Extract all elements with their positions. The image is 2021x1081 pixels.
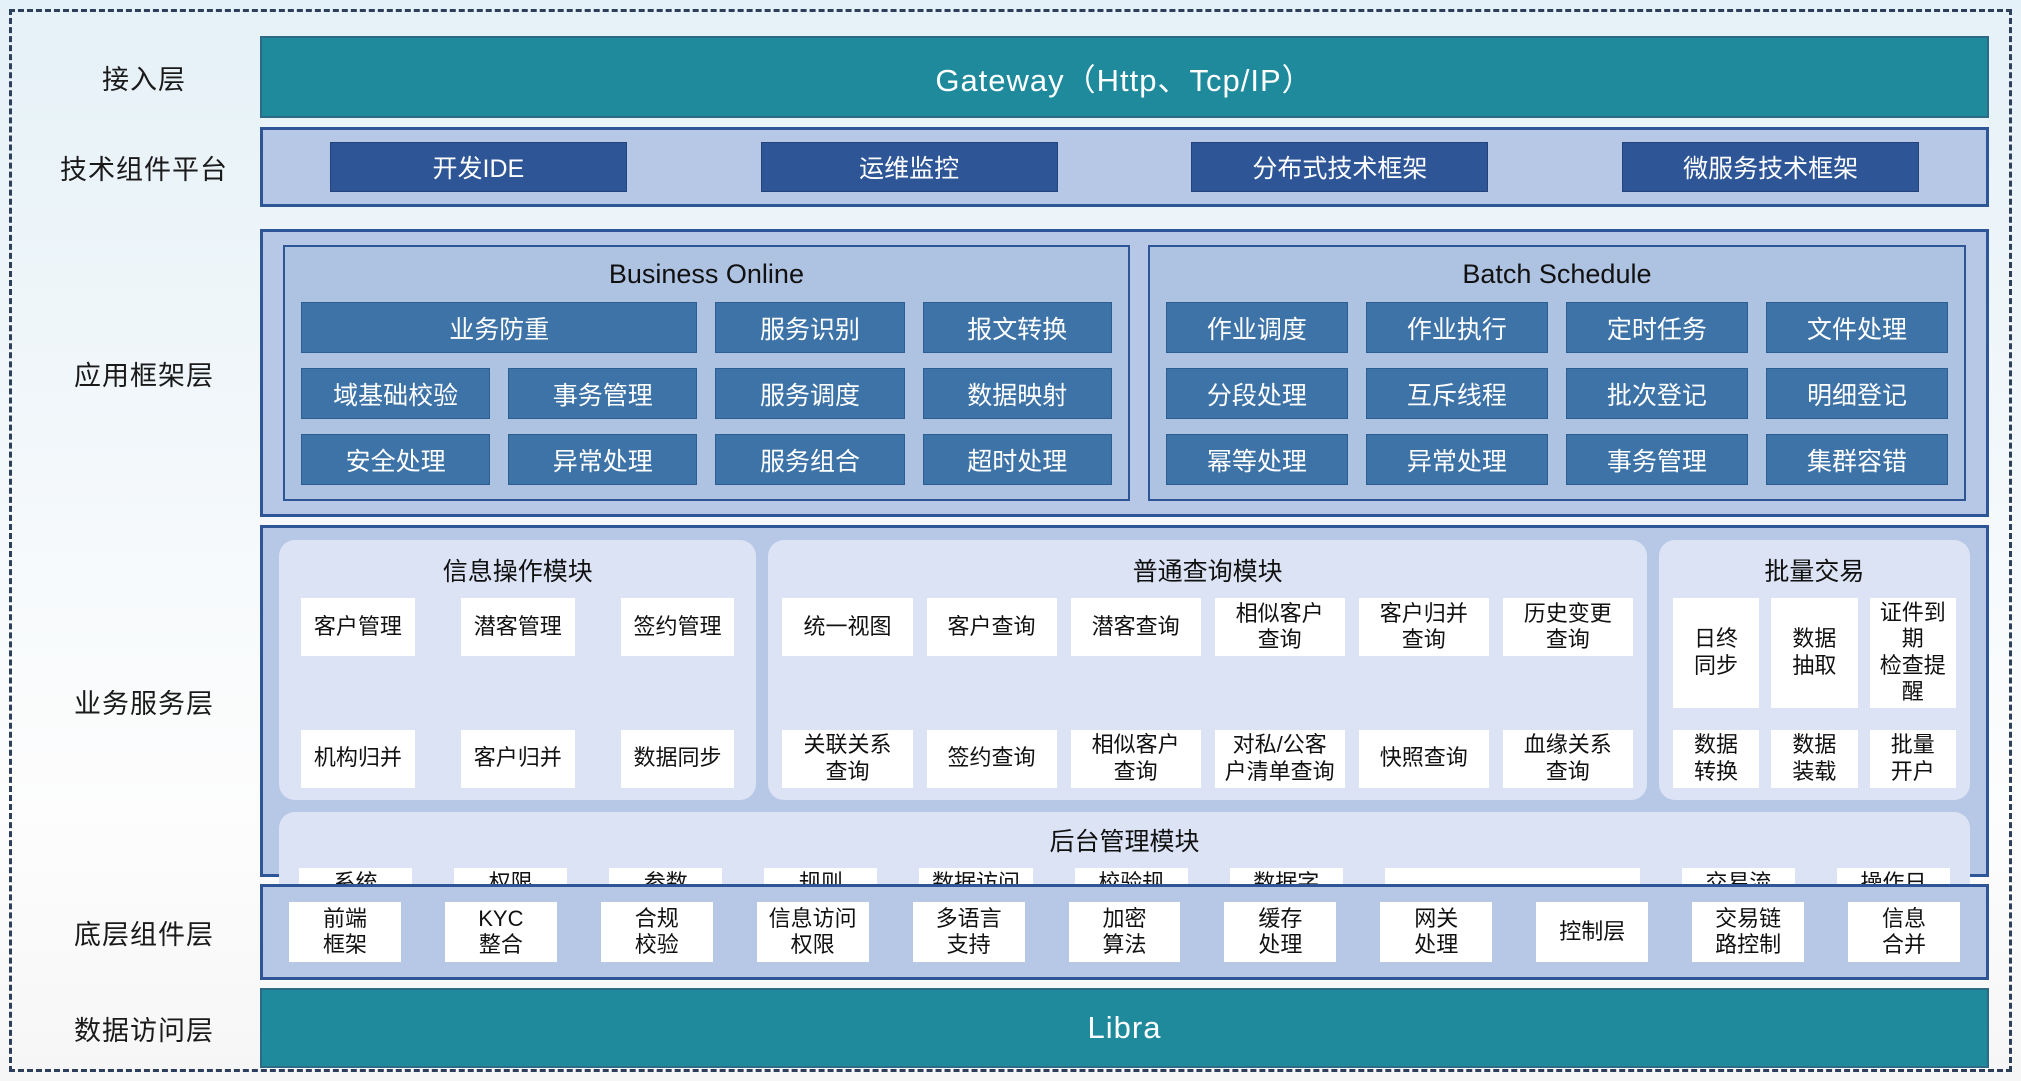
fw-item: 安全处理 [301,434,491,485]
base-item: KYC 整合 [444,902,557,962]
base-item: 信息 合并 [1848,902,1960,962]
svc-item: 机构归并 [301,729,415,788]
data-access-row: 数据访问层 Libra [28,988,1989,1068]
fw-item: 数据映射 [922,368,1112,419]
svc-item: 血缘关系 查询 [1502,729,1633,788]
fw-item: 互斥线程 [1365,368,1548,419]
svc-item: 潜客查询 [1070,598,1201,656]
libra-bar: Libra [260,988,1989,1068]
business-online-title: Business Online [608,259,804,289]
layer-label-tech-platform: 技术组件平台 [60,154,228,185]
svc-item: 相似客户 查询 [1070,729,1201,788]
tech-item-distributed-framework: 分布式技术框架 [1191,142,1489,192]
svc-item: 相似客户 查询 [1214,598,1345,656]
business-online-panel: Business Online 业务防重 服务识别 报文转换 域基础校验 事务管… [283,245,1130,501]
batch-schedule-title: Batch Schedule [1462,259,1652,289]
fw-item: 服务组合 [715,434,905,485]
svc-item: 客户归并 [460,729,575,788]
base-item: 信息访问 权限 [756,902,869,962]
svc-item: 历史变更 查询 [1502,598,1633,656]
svc-item: 签约管理 [620,598,735,656]
app-framework-row: 应用框架层 Business Online 业务防重 服务识别 报文转换 域基础… [28,229,1989,517]
fw-item: 作业执行 [1365,302,1548,353]
fw-item: 报文转换 [922,302,1112,353]
tech-item-microservice-framework: 微服务技术框架 [1622,142,1920,192]
info-operation-grid: 客户管理 潜客管理 签约管理 机构归并 客户归并 数据同步 [293,598,742,788]
svc-item: 数据 装载 [1771,729,1858,788]
tech-platform-row: 技术组件平台 开发IDE 运维监控 分布式技术框架 微服务技术框架 [28,127,1989,207]
fw-item: 超时处理 [922,434,1112,485]
fw-item: 集群容错 [1765,434,1948,485]
business-online-grid: 业务防重 服务识别 报文转换 域基础校验 事务管理 服务调度 数据映射 安全处理… [301,302,1112,485]
info-operation-title: 信息操作模块 [442,558,593,586]
base-item: 控制层 [1536,902,1649,962]
svc-item: 数据 抽取 [1771,598,1858,708]
fw-item: 作业调度 [1165,302,1348,353]
base-component-row: 底层组件层 前端 框架 KYC 整合 合规 校验 信息访问 权限 多语言 支持 … [28,884,1989,980]
svc-item: 客户归并 查询 [1358,598,1489,656]
svc-item: 证件到期 检查提醒 [1869,598,1956,708]
batch-schedule-grid: 作业调度 作业执行 定时任务 文件处理 分段处理 互斥线程 批次登记 明细登记 … [1165,302,1948,485]
base-item: 前端 框架 [289,902,401,962]
batch-transaction-title: 批量交易 [1764,558,1865,586]
svc-item: 关联关系 查询 [782,729,913,788]
tech-platform-grid: 开发IDE 运维监控 分布式技术框架 微服务技术框架 [263,130,1986,204]
common-query-title: 普通查询模块 [1132,558,1283,586]
svc-item: 签约查询 [926,729,1057,788]
backend-admin-title: 后台管理模块 [1049,827,1200,856]
base-item: 网关 处理 [1380,902,1493,962]
fw-item: 事务管理 [508,368,698,419]
gateway-bar: Gateway（Http、Tcp/IP） [260,36,1989,118]
layer-label-business-service: 业务服务层 [74,688,214,719]
base-item: 交易链 路控制 [1692,902,1805,962]
batch-transaction-grid: 日终 同步 数据 抽取 证件到期 检查提醒 数据 转换 数据 装载 批量 开户 [1672,598,1956,788]
diagram-layout: 接入层 Gateway（Http、Tcp/IP） 技术组件平台 开发IDE 运维… [28,36,1989,1068]
fw-item: 分段处理 [1165,368,1348,419]
fw-item: 异常处理 [508,434,698,485]
batch-transaction-module: 批量交易 日终 同步 数据 抽取 证件到期 检查提醒 数据 转换 数据 装载 批… [1658,540,1970,800]
fw-item: 明细登记 [1765,368,1948,419]
base-item: 合规 校验 [600,902,713,962]
access-layer-row: 接入层 Gateway（Http、Tcp/IP） [28,36,1989,118]
svc-item: 数据 转换 [1672,729,1760,788]
layer-label-access: 接入层 [102,64,186,95]
business-service-row: 业务服务层 信息操作模块 客户管理 潜客管理 签约管理 机构归并 客户归并 [28,525,1989,938]
info-operation-module: 信息操作模块 客户管理 潜客管理 签约管理 机构归并 客户归并 数据同步 [279,540,757,800]
svc-item: 统一视图 [782,598,913,656]
fw-item: 批次登记 [1565,368,1748,419]
tech-item-ops-monitor: 运维监控 [760,142,1058,192]
fw-item: 服务识别 [715,302,905,353]
fw-item: 幂等处理 [1165,434,1348,485]
svc-item: 数据同步 [620,729,735,788]
common-query-grid: 统一视图 客户查询 潜客查询 相似客户 查询 客户归并 查询 历史变更 查询 关… [782,598,1633,788]
batch-schedule-panel: Batch Schedule 作业调度 作业执行 定时任务 文件处理 分段处理 … [1147,245,1966,501]
layer-label-app-framework: 应用框架层 [74,360,214,391]
fw-item: 异常处理 [1365,434,1548,485]
layer-label-data-access: 数据访问层 [74,1015,214,1046]
svc-item: 对私/公客 户清单查询 [1214,729,1345,788]
fw-item: 服务调度 [715,368,905,419]
layer-label-base-component: 底层组件层 [74,919,214,950]
base-component-grid: 前端 框架 KYC 整合 合规 校验 信息访问 权限 多语言 支持 加密 算法 … [263,887,1986,977]
svc-item: 客户管理 [301,598,415,656]
svc-item: 客户查询 [926,598,1057,656]
fw-item: 业务防重 [301,302,698,353]
fw-item: 文件处理 [1765,302,1948,353]
svc-item: 潜客管理 [460,598,575,656]
svc-item: 批量 开户 [1869,729,1956,788]
fw-item: 事务管理 [1565,434,1748,485]
fw-item: 定时任务 [1565,302,1748,353]
svc-item: 日终 同步 [1672,598,1760,708]
base-item: 缓存 处理 [1224,902,1337,962]
svc-item: 快照查询 [1358,729,1489,788]
base-item: 加密 算法 [1068,902,1181,962]
tech-item-dev-ide: 开发IDE [329,142,627,192]
common-query-module: 普通查询模块 统一视图 客户查询 潜客查询 相似客户 查询 客户归并 查询 历史… [768,540,1647,800]
base-item: 多语言 支持 [912,902,1025,962]
fw-item: 域基础校验 [301,368,491,419]
